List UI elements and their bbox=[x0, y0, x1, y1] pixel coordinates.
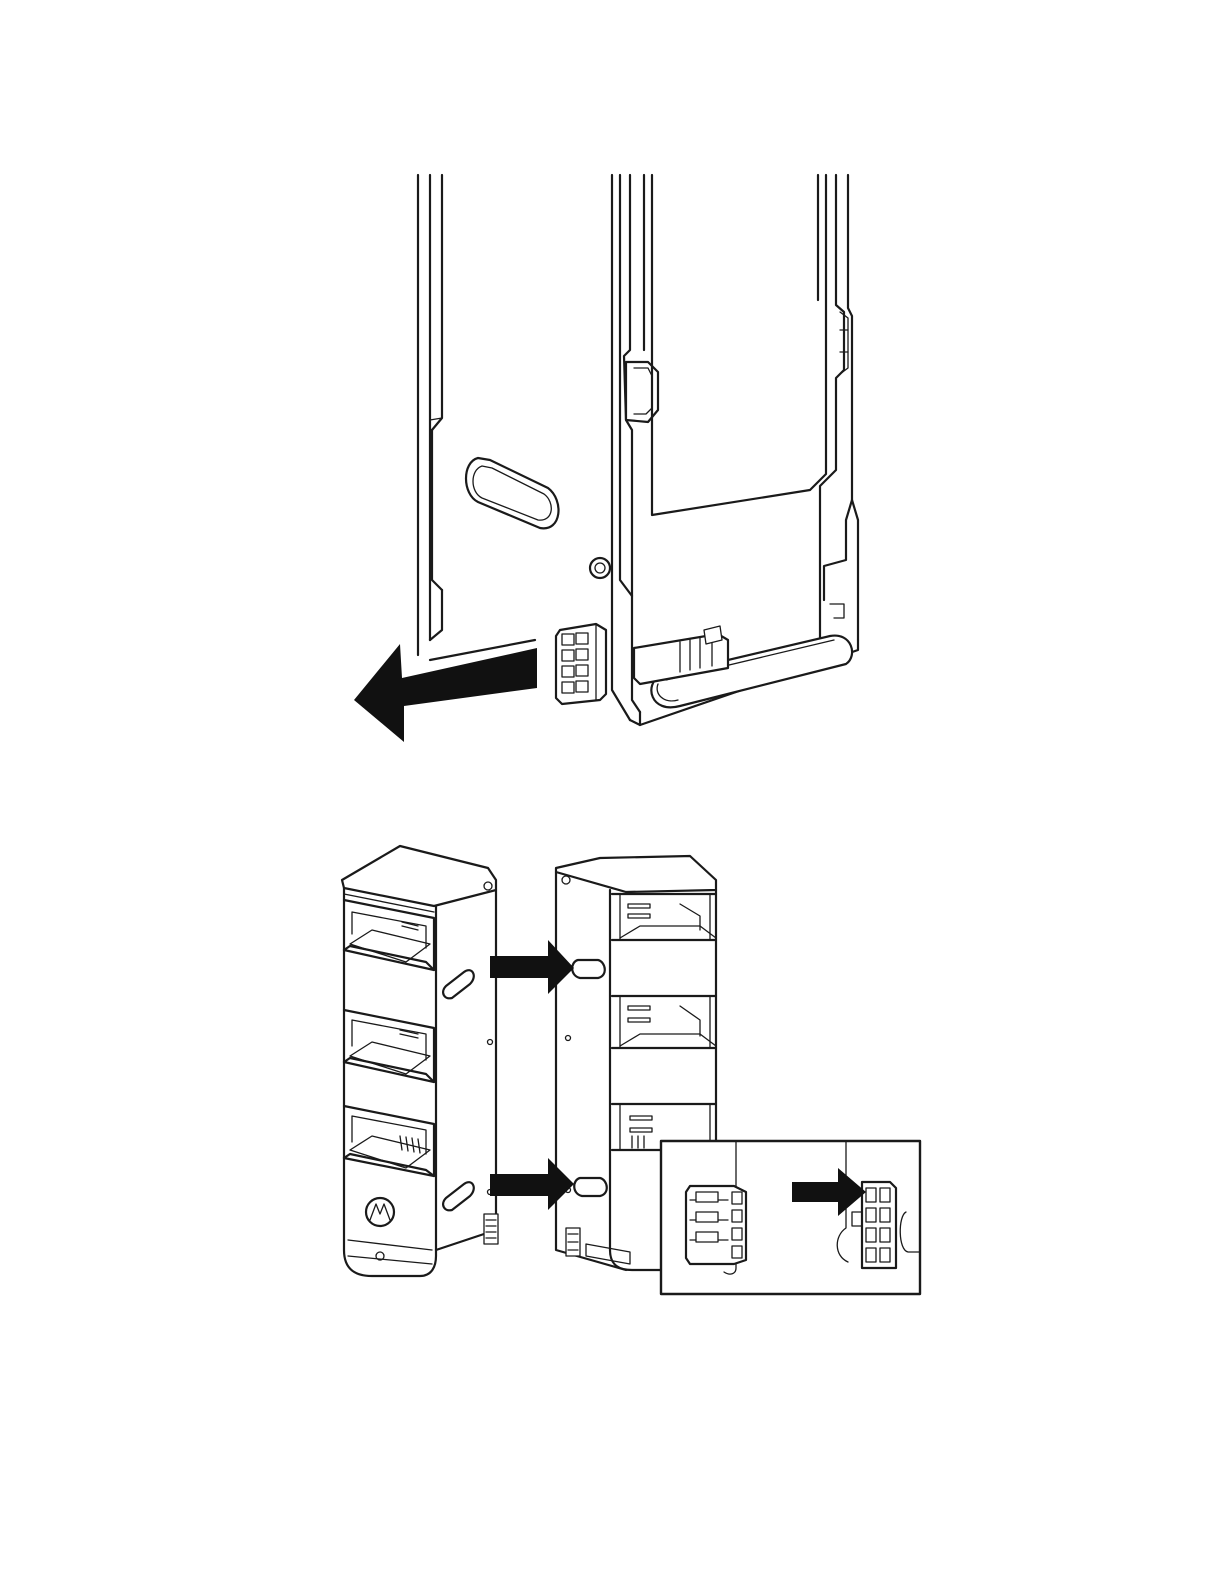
mounting-slot-upper bbox=[443, 970, 474, 998]
screw-top bbox=[590, 558, 610, 578]
right-charger-pocket-2 bbox=[612, 996, 716, 1048]
charging-pocket-2 bbox=[344, 1010, 434, 1082]
mounting-slot-lower bbox=[443, 1182, 474, 1210]
power-connector-right-charger bbox=[566, 1228, 630, 1264]
latch-tab bbox=[626, 362, 658, 422]
left-charger bbox=[342, 846, 498, 1276]
receiving-slot-lower bbox=[574, 1178, 607, 1196]
mounting-slot-top bbox=[466, 458, 558, 528]
charger-left-side-panel bbox=[418, 175, 610, 660]
brand-logo-icon bbox=[366, 1198, 394, 1226]
receiving-slot-upper bbox=[572, 960, 605, 978]
attach-arrow-icon bbox=[490, 940, 574, 994]
charging-pocket-3 bbox=[344, 1106, 434, 1176]
charging-pocket-1 bbox=[344, 900, 434, 970]
attach-arrow-icon-lower bbox=[490, 1158, 574, 1210]
right-charger-pocket-1 bbox=[612, 894, 716, 940]
connector-detail-inset bbox=[661, 1141, 920, 1294]
bottom-figure-charger-pair bbox=[0, 840, 1224, 1300]
remove-arrow-icon bbox=[354, 644, 537, 742]
top-figure-charger-back bbox=[0, 170, 1224, 750]
inset-plug bbox=[686, 1186, 746, 1264]
power-connector-top bbox=[556, 624, 606, 704]
power-connector-left-charger bbox=[484, 1214, 498, 1244]
